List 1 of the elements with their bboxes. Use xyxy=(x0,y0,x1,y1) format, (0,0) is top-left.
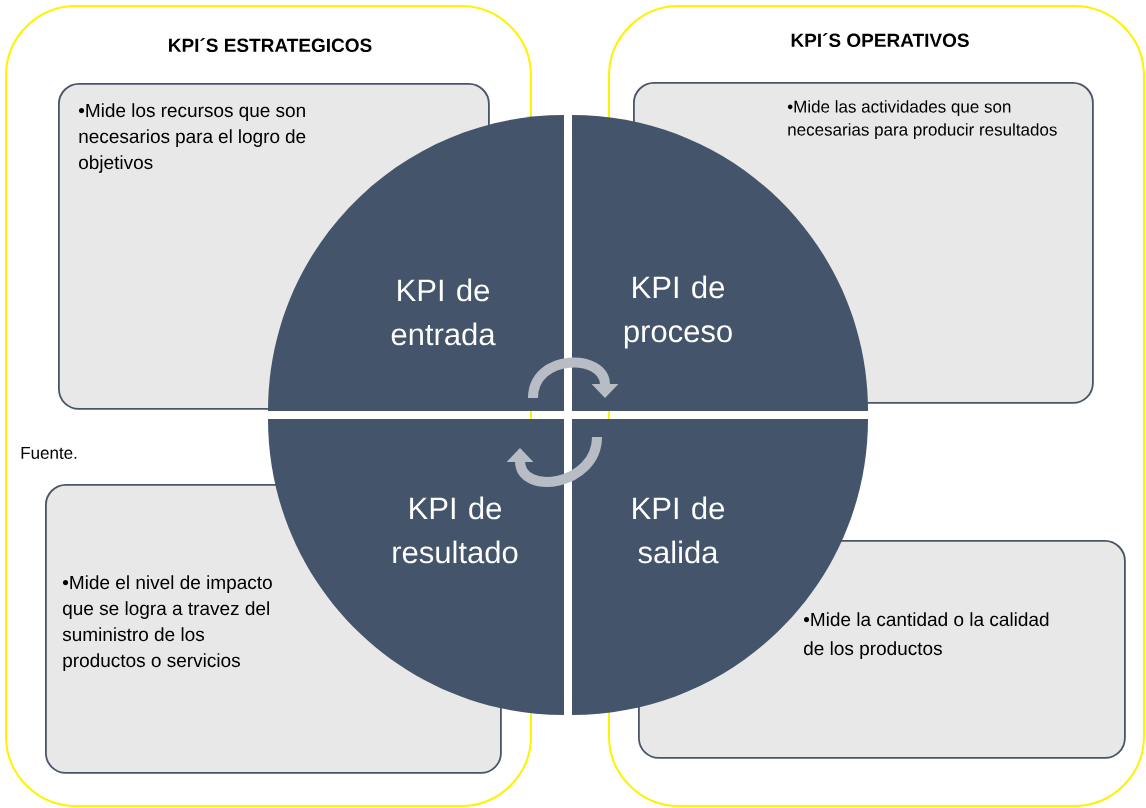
source-note: Fuente. xyxy=(21,447,77,459)
